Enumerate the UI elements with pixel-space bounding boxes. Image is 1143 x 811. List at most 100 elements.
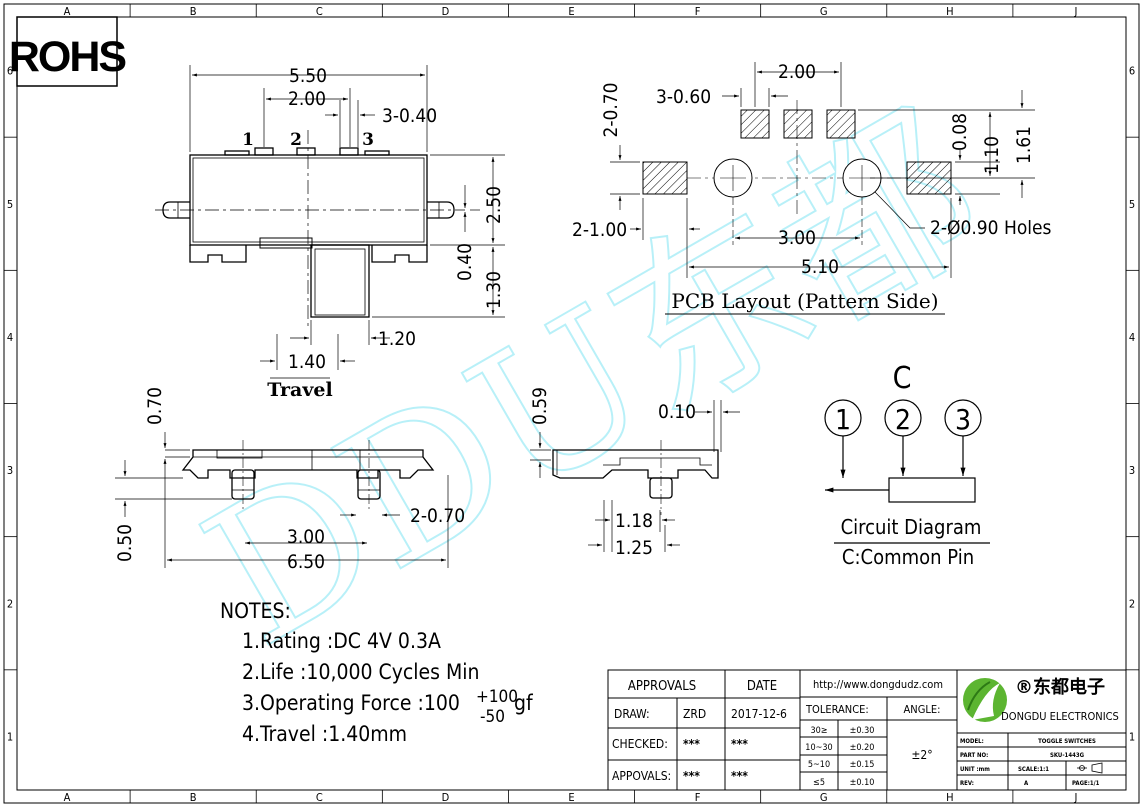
row-label-3-right: 3 (1129, 464, 1135, 477)
holes-label: 2-Ø0.90 Holes (930, 217, 1052, 239)
part-no-label: PART NO: (960, 752, 988, 759)
tol-value-1: ±0.30 (850, 726, 875, 736)
notes: NOTES: 1.Rating :DC 4V 0.3A 2.Life :10,0… (220, 599, 534, 746)
row-label-2-right: 2 (1129, 597, 1135, 610)
note-1: 1.Rating :DC 4V 0.3A (242, 629, 441, 653)
company-url: http://www.dongdudz.com (813, 678, 943, 691)
checked-date: *** (731, 737, 748, 751)
dim-2-50: 2.50 (483, 186, 505, 224)
circuit-pin-1: 1 (835, 403, 851, 436)
dim-0-10: 0.10 (658, 401, 696, 423)
dim-1-10: 1.10 (981, 136, 1003, 174)
dim-0-70: 0.70 (144, 387, 166, 425)
col-label-d-top: D (442, 5, 450, 18)
tol-range-4: ≤5 (813, 778, 825, 788)
col-label-b-bottom: B (190, 791, 197, 804)
pcb-layout (642, 100, 952, 245)
model-value: TOGGLE SWITCHES (1038, 738, 1096, 745)
circuit-title: Circuit Diagram (841, 515, 982, 539)
appovals-by: *** (683, 769, 700, 783)
company-name-en: DONGDU ELECTRONICS (1001, 710, 1119, 723)
col-label-h-bottom: H (946, 791, 953, 804)
pcb-labels: 2-0.70 3-0.60 2.00 0.08 1.10 1.61 2-1.00… (572, 61, 1052, 313)
row-label-4-left: 4 (7, 331, 13, 344)
angle-value: ±2° (911, 748, 932, 762)
col-label-b-top: B (190, 5, 197, 18)
side-view-labels: 0.59 0.10 1.18 1.25 (529, 387, 696, 559)
col-label-g-top: G (820, 5, 828, 18)
dim-pcb-2-0-70: 2-0.70 (600, 82, 622, 137)
row-label-4-right: 4 (1129, 331, 1135, 344)
tol-range-3: 5~10 (808, 760, 830, 770)
col-label-g-bottom: G (820, 791, 828, 804)
row-label-3-left: 3 (7, 464, 13, 477)
dim-1-61: 1.61 (1013, 126, 1035, 164)
dim-pcb-2-00: 2.00 (778, 61, 816, 83)
note-3: 3.Operating Force :100 (242, 691, 460, 715)
company-logo (963, 678, 1007, 722)
rohs-badge: ROHS (9, 16, 127, 87)
date-header: DATE (747, 679, 777, 694)
checked-by: *** (683, 737, 700, 751)
dim-5-50: 5.50 (289, 65, 327, 87)
draw-by: ZRD (683, 707, 706, 721)
col-label-e-bottom: E (568, 791, 574, 804)
rev-label: REV: (960, 780, 974, 787)
circuit-subtitle: C:Common Pin (842, 545, 974, 569)
row-label-5-left: 5 (7, 198, 13, 211)
side-view (552, 440, 719, 515)
front-view-labels: 0.70 0.50 3.00 6.50 2-0.70 (114, 387, 465, 573)
row-label-6-left: 6 (7, 65, 13, 78)
row-label-2-left: 2 (7, 597, 13, 610)
dim-2-00: 2.00 (288, 88, 326, 110)
dim-0-08: 0.08 (949, 113, 971, 151)
pcb-dims (610, 62, 1035, 315)
note-3-plus: +100 (476, 687, 518, 707)
col-label-c-top: C (316, 5, 323, 18)
tol-value-4: ±0.10 (850, 778, 875, 788)
dim-3-0-40: 3-0.40 (382, 105, 437, 127)
tolerance-label: TOLERANCE: (805, 703, 869, 716)
col-label-f-bottom: F (695, 791, 701, 804)
scale-label: SCALE:1:1 (1018, 766, 1049, 773)
dim-0-50: 0.50 (114, 524, 136, 562)
pin-3-label: 3 (362, 130, 374, 150)
unit-label: UNIT :mm (960, 766, 990, 773)
rohs-text: ROHS (9, 33, 126, 81)
tol-value-3: ±0.15 (850, 760, 875, 770)
title-block-text: APPROVALS DATE DRAW: ZRD 2017-12-6 CHECK… (612, 676, 1119, 788)
title-block (607, 669, 1127, 791)
col-label-a-bottom: A (64, 791, 71, 804)
part-no-value: SKU-1443G (1050, 752, 1085, 759)
dim-2-0-70: 2-0.70 (410, 505, 465, 527)
row-label-1-right: 1 (1129, 730, 1135, 743)
appovals-date: *** (731, 769, 748, 783)
row-label-6-right: 6 (1129, 65, 1135, 78)
col-label-j-top: J (1073, 5, 1077, 18)
note-3-minus: -50 (480, 707, 505, 727)
travel-label: Travel (267, 379, 332, 401)
company-name-cn: ®东都电子 (1015, 676, 1105, 698)
pin-1-label: 1 (242, 130, 254, 150)
circuit-pin-3: 3 (955, 403, 971, 436)
row-label-5-right: 5 (1129, 198, 1135, 211)
col-label-c-bottom: C (316, 791, 323, 804)
circuit-diagram (824, 399, 990, 544)
col-label-d-bottom: D (442, 791, 450, 804)
dim-1-25: 1.25 (615, 537, 653, 559)
row-marks: 6 6 5 5 4 4 3 3 2 2 1 1 (4, 65, 1139, 743)
appovals-label: APPOVALS: (612, 769, 671, 783)
top-view (155, 130, 465, 330)
checked-label: CHECKED: (612, 737, 668, 751)
common-pin-label: C (893, 361, 912, 396)
note-4: 4.Travel :1.40mm (242, 722, 407, 746)
side-view-dims (530, 400, 740, 552)
model-label: MODEL: (960, 738, 984, 745)
dim-5-10: 5.10 (801, 256, 839, 278)
circuit-pin-2: 2 (895, 403, 911, 436)
col-label-f-top: F (695, 5, 701, 18)
col-label-h-top: H (946, 5, 953, 18)
projection-symbol-icon (1077, 762, 1103, 774)
